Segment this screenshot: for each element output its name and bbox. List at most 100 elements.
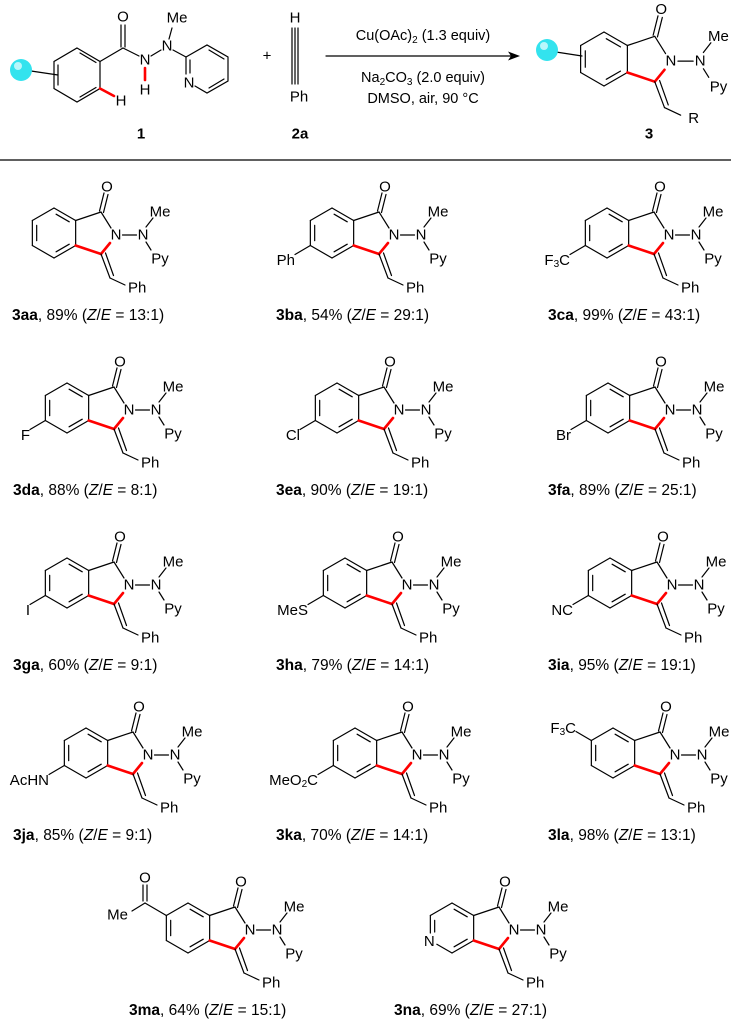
bond xyxy=(145,241,152,251)
substituent-label: MeO2C xyxy=(269,772,318,790)
ring-bond xyxy=(322,557,346,572)
pyridyl-label: Py xyxy=(549,946,567,963)
atom-N: N xyxy=(697,747,708,764)
bond xyxy=(113,561,125,579)
methyl-label: Me xyxy=(167,10,188,27)
carbonyl-bond xyxy=(134,713,141,734)
ring-bond xyxy=(314,419,338,434)
atom-O: O xyxy=(660,699,672,716)
highlighted-CN-bond xyxy=(653,416,666,431)
bond xyxy=(131,902,146,912)
bond xyxy=(392,452,409,461)
z-label: Z xyxy=(351,657,362,674)
exocyclic-double-bond xyxy=(654,81,666,109)
ring-bond xyxy=(314,382,338,397)
atom-N: N xyxy=(389,227,400,244)
bond xyxy=(158,392,167,403)
substituent-bond xyxy=(307,594,324,606)
e-label: E xyxy=(97,827,108,844)
methyl-label: Me xyxy=(433,379,454,396)
ring-bond xyxy=(85,764,109,779)
inner-double-bond xyxy=(453,908,468,918)
bond xyxy=(699,392,708,403)
atom-O: O xyxy=(114,354,126,371)
atom-N: N xyxy=(151,402,162,419)
ring-bond xyxy=(429,902,453,917)
bond xyxy=(629,386,656,397)
inner-double-bond xyxy=(208,78,225,89)
yield: 79% xyxy=(311,657,342,674)
methyl-label: Me xyxy=(704,379,725,396)
substituent-label: AcHN xyxy=(10,772,49,789)
carbonyl-bond xyxy=(652,15,659,36)
highlighted-CN-bond xyxy=(655,591,668,606)
inner-double-bond xyxy=(87,763,102,773)
carbonyl-bond xyxy=(661,713,668,734)
pyridyl-label: Py xyxy=(285,946,303,963)
bond xyxy=(436,567,445,578)
substituent-bond xyxy=(570,419,587,431)
substituent-bond xyxy=(29,419,46,431)
product-caption: 3da, 88% (Z/E = 8:1) xyxy=(13,482,157,499)
atom-N: N xyxy=(124,402,135,419)
exocyclic-double-bond xyxy=(100,253,111,279)
phenyl-label: Ph xyxy=(526,975,544,992)
carbonyl-bond xyxy=(232,887,239,907)
product-caption: 3ja, 85% (Z/E = 9:1) xyxy=(13,827,152,844)
phenyl-label: Ph xyxy=(687,800,705,817)
substituent-label: Cl xyxy=(286,427,300,444)
equals: = xyxy=(233,1002,251,1019)
methyl-label: Me xyxy=(284,899,305,916)
ring-bond xyxy=(354,764,378,779)
z-label: Z xyxy=(350,827,361,844)
ring-bond xyxy=(609,594,633,609)
yield: 88% xyxy=(48,482,79,499)
highlighted-CC-bond xyxy=(472,939,501,951)
highlighted-CN-bond xyxy=(652,241,665,256)
slash: / xyxy=(219,1002,224,1019)
e-label: E xyxy=(366,307,377,324)
substituent-label: F3C xyxy=(544,252,570,270)
ze-ratio: 43:1 xyxy=(665,307,695,324)
bond xyxy=(279,912,288,923)
ring-bond xyxy=(44,419,68,434)
highlighted-CC-bond xyxy=(628,419,657,431)
carbonyl-bond xyxy=(130,712,137,732)
exocyclic-double-bond xyxy=(104,252,115,277)
yield: 69% xyxy=(429,1002,460,1019)
e-label: E xyxy=(365,827,376,844)
e-label: E xyxy=(101,307,112,324)
ring-bond xyxy=(322,594,346,609)
compound-id: 3ma xyxy=(129,1002,160,1019)
bond xyxy=(665,627,682,636)
compound-id: 3ja xyxy=(13,827,35,844)
ze-ratio: 8:1 xyxy=(131,482,153,499)
phenyl-label: Ph xyxy=(141,455,159,472)
ze-ratio: 27:1 xyxy=(512,1002,542,1019)
ring-bond xyxy=(187,939,211,954)
highlighted-CN-bond xyxy=(653,68,666,83)
ring-bond xyxy=(309,207,333,222)
bond xyxy=(177,761,184,771)
slash: / xyxy=(632,307,637,324)
ring-bond xyxy=(606,207,630,222)
pyridine-ring xyxy=(185,44,229,94)
bond xyxy=(107,731,134,742)
atom-N: N xyxy=(111,227,122,244)
bond xyxy=(704,761,711,771)
atom-O: O xyxy=(379,179,391,196)
ze-ratio: 13:1 xyxy=(129,307,159,324)
atom-O: O xyxy=(114,529,126,546)
pyridyl-label: Py xyxy=(705,426,723,443)
ring-bond xyxy=(165,902,189,917)
carbonyl-bond xyxy=(236,888,243,909)
atom-N-amide: N xyxy=(140,52,151,69)
bond xyxy=(209,906,236,917)
inner-double-bond xyxy=(208,49,225,60)
compound-id: 3aa xyxy=(12,307,38,324)
exocyclic-double-bond xyxy=(234,948,245,974)
paren: ) xyxy=(691,827,696,844)
compound-id: 3la xyxy=(548,827,570,844)
